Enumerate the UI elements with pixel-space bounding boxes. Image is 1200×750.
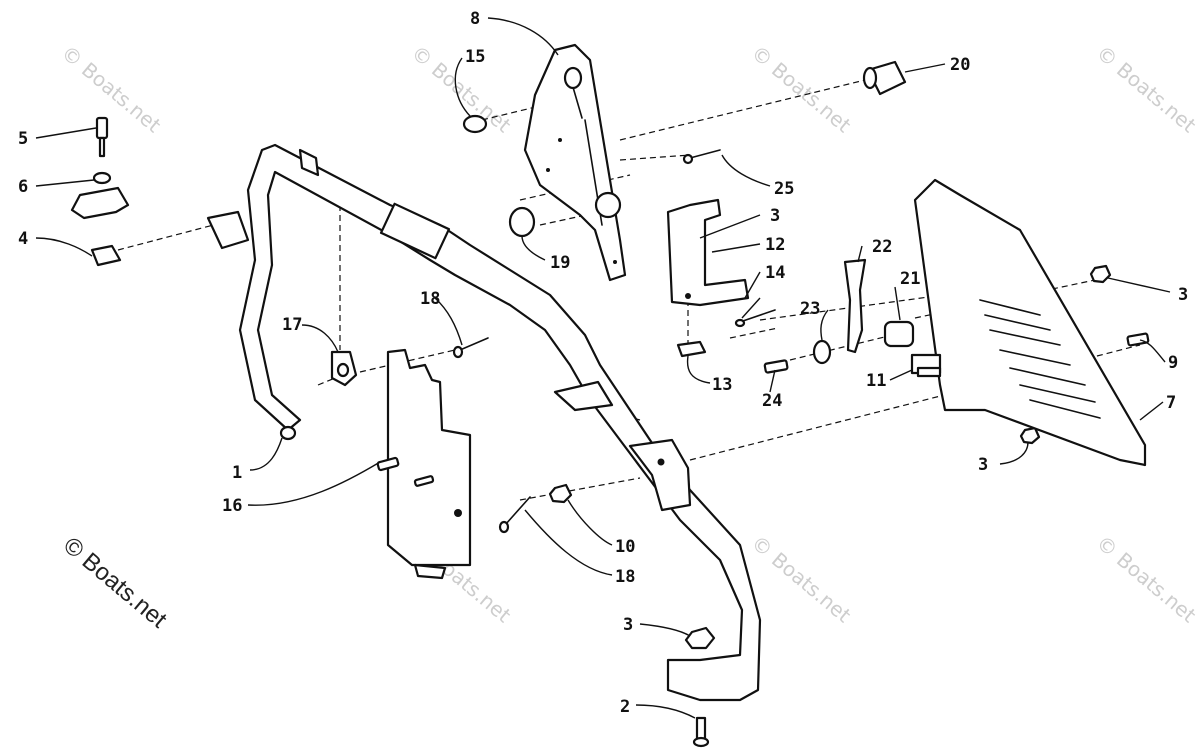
callout-19: 19	[550, 253, 570, 273]
part-23-washer	[812, 339, 832, 365]
part-6-bracket-washer	[70, 171, 130, 220]
callout-12: 12	[765, 235, 785, 255]
part-19-cap	[508, 206, 536, 238]
part-7-side-panel	[913, 178, 1147, 467]
callout-22: 22	[872, 237, 892, 257]
callout-21: 21	[900, 269, 920, 289]
part-16-cover-plate	[376, 348, 472, 580]
part-21-spacer	[883, 320, 915, 348]
part-4-clip	[90, 244, 122, 267]
callout-7: 7	[1166, 393, 1176, 413]
callout-8: 8	[470, 9, 480, 29]
callout-11: 11	[866, 371, 886, 391]
callout-5: 5	[18, 129, 28, 149]
callout-17: 17	[282, 315, 302, 335]
part-15-grommet	[462, 114, 488, 134]
part-22-pin	[843, 258, 867, 354]
callout-1: 1	[232, 463, 242, 483]
callout-10: 10	[615, 537, 635, 557]
watermark-tile: © Boats.net	[747, 40, 856, 137]
leader-lines	[35, 17, 1171, 719]
callout-3-lower-right: 3	[978, 455, 988, 475]
callout-24: 24	[762, 391, 782, 411]
part-24-screw	[763, 359, 789, 374]
part-18-rivet-top	[452, 337, 489, 359]
part-14-cable-tie	[734, 309, 776, 328]
callout-14: 14	[765, 263, 785, 283]
callout-2: 2	[620, 697, 630, 717]
callout-25: 25	[774, 179, 794, 199]
callout-3-bottom: 3	[623, 615, 633, 635]
part-2-bolt	[692, 716, 710, 748]
part-25-screw	[682, 149, 721, 165]
watermark-tile: © Boats.net	[747, 530, 856, 627]
watermark-tile: © Boats.net	[1092, 530, 1200, 627]
watermark-tile: © Boats.net	[57, 40, 166, 137]
part-12-bracket	[666, 198, 750, 307]
part-20-knob	[862, 60, 907, 96]
callout-3-right: 3	[1178, 285, 1188, 305]
part-8-upper-plate	[523, 43, 627, 282]
watermark-main: © Boats.net	[58, 532, 172, 634]
callout-13: 13	[712, 375, 732, 395]
callout-labels: 1 2 3 3 3 3 4 5 6 7 8 9 10 11 12 13 14 1…	[18, 9, 1188, 717]
part-1-main-bar	[206, 143, 762, 702]
part-10-nut	[548, 483, 573, 504]
part-5-screw	[95, 116, 109, 158]
callout-15: 15	[465, 47, 485, 67]
callout-18-top: 18	[420, 289, 440, 309]
watermark-tile: © Boats.net	[1092, 40, 1200, 137]
callout-4: 4	[18, 229, 28, 249]
callout-16: 16	[222, 496, 242, 516]
callout-3-bracket: 3	[770, 206, 780, 226]
watermark-tile: © Boats.net	[407, 40, 516, 137]
callout-6: 6	[18, 177, 28, 197]
part-9-screw	[1126, 332, 1150, 347]
callout-23: 23	[800, 299, 820, 319]
callout-20: 20	[950, 55, 970, 75]
part-17-cable-clamp	[330, 350, 358, 387]
part-11-stud-block	[910, 353, 942, 378]
part-18-rivet-bottom	[498, 496, 531, 534]
callout-18-bottom: 18	[615, 567, 635, 587]
callout-9: 9	[1168, 353, 1178, 373]
part-13-clip	[676, 340, 707, 358]
